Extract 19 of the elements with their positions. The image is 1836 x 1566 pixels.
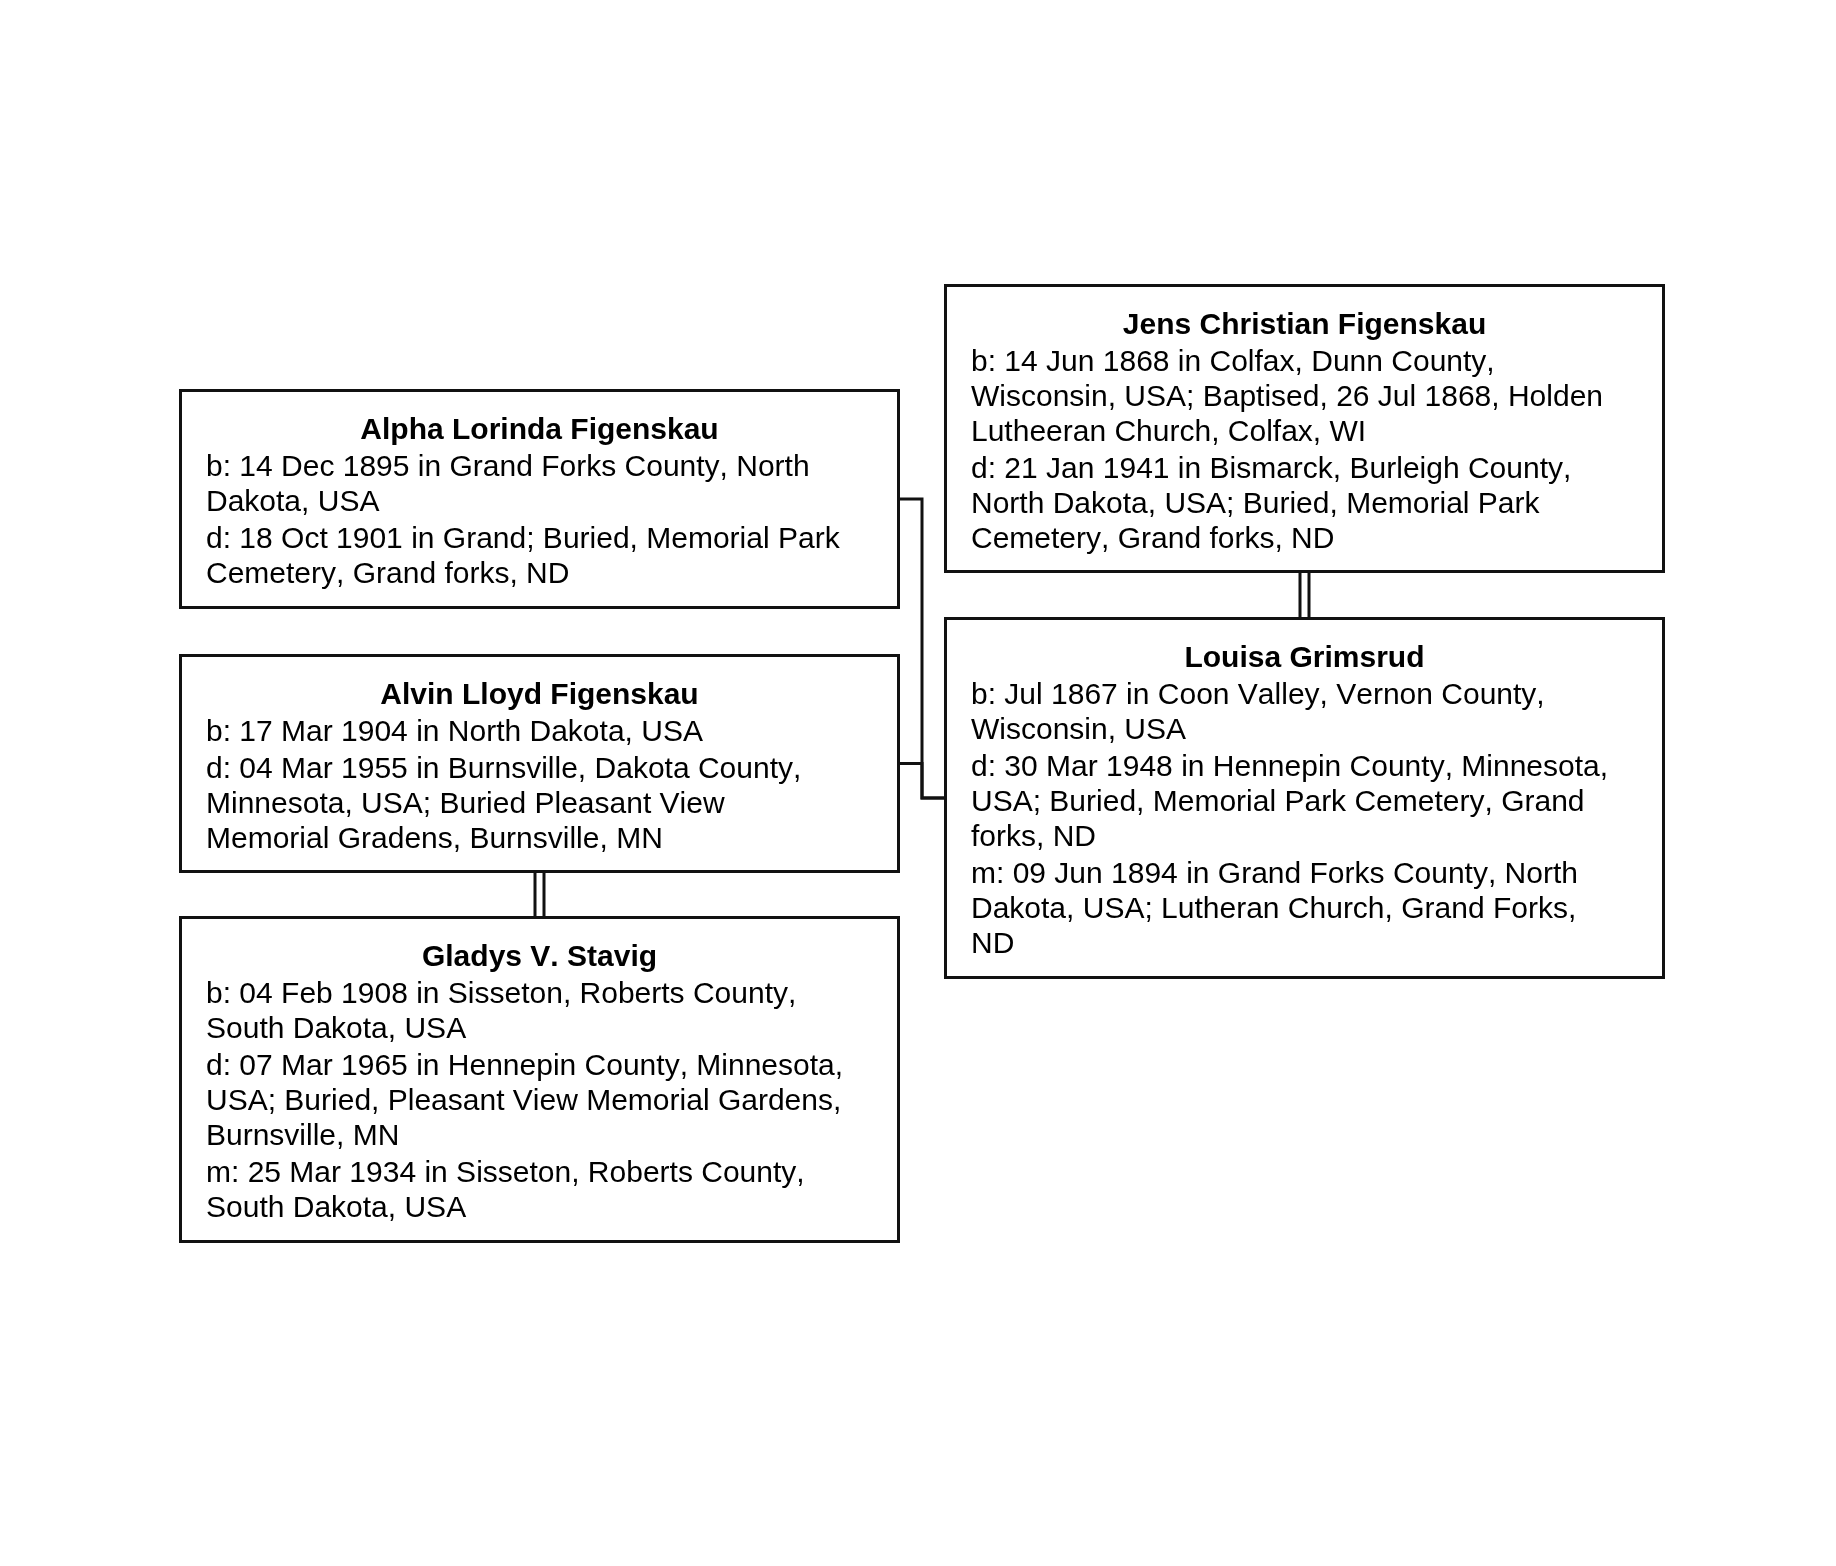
person-name: Louisa Grimsrud [1184, 639, 1425, 674]
life-event-text: b: 17 Mar 1904 in North Dakota, USA [206, 713, 703, 748]
life-event-text: m: 09 Jun 1894 in Grand Forks County, North Dakota, USA; Lutheran Church, Grand Forks, ND [971, 855, 1579, 960]
person-box [179, 654, 900, 873]
double-line [533, 871, 546, 918]
double-line [1298, 571, 1311, 619]
person-name: Jens Christian Figenskau [1122, 306, 1487, 341]
life-event-text: m: 25 Mar 1934 in Sisseton, Roberts County, South Dakota, USA [206, 1154, 806, 1224]
person-box [179, 389, 900, 609]
life-event-text: d: 18 Oct 1901 in Grand; Buried, Memorial Park Cemetery, Grand forks, ND [206, 520, 841, 590]
person-name: Alvin Lloyd Figenskau [380, 676, 699, 711]
person-name: Alpha Lorinda Figenskau [360, 411, 719, 446]
connector-line [900, 762, 944, 800]
person-name: Gladys V. Stavig [421, 938, 658, 973]
life-event-text: d: 04 Mar 1955 in Burnsville, Dakota County, Minnesota, USA; Buried Pleasant View Memorial Gradens, Burnsville, MN [206, 750, 803, 855]
life-event-text: d: 21 Jan 1941 in Bismarck, Burleigh County, North Dakota, USA; Buried, Memorial Park Cemetery, Grand forks, ND [971, 450, 1573, 555]
person-box [944, 284, 1665, 573]
person-box [944, 617, 1665, 979]
person-box [179, 916, 900, 1243]
